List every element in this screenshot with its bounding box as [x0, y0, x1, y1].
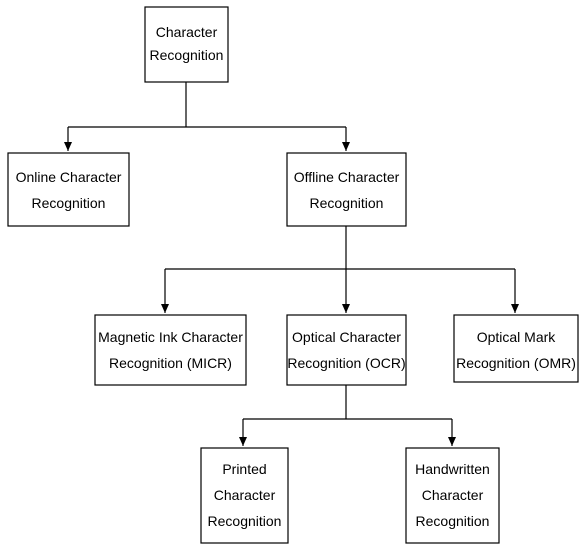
- node-root: Character Recognition: [144, 6, 229, 83]
- node-box: [286, 152, 407, 227]
- node-label-line: Offline Character: [294, 169, 400, 185]
- node-box: [405, 447, 500, 544]
- node-label-line: Online Character: [16, 169, 122, 185]
- node-label-line: Recognition: [150, 47, 224, 63]
- node-label-line: Magnetic Ink Character: [98, 329, 243, 345]
- node-label-line: Recognition: [310, 195, 384, 211]
- node-box: [453, 314, 579, 383]
- node-label-line: Optical Mark: [477, 329, 557, 345]
- node-box: [286, 314, 407, 386]
- node-label-line: Recognition (OMR): [456, 355, 576, 371]
- node-box: [7, 152, 130, 227]
- node-label-line: Character: [156, 24, 218, 40]
- node-label-line: Character: [214, 487, 276, 503]
- node-label-line: Recognition: [208, 513, 282, 529]
- node-label-line: Printed: [222, 461, 266, 477]
- connectors: [64, 82, 519, 446]
- node-label-line: Recognition (OCR): [287, 355, 405, 371]
- node-box: [94, 314, 247, 386]
- node-label-line: Recognition (MICR): [109, 355, 232, 371]
- node-label-line: Handwritten: [415, 461, 490, 477]
- node-ocr: Optical Character Recognition (OCR): [286, 314, 407, 386]
- node-label-line: Recognition: [32, 195, 106, 211]
- node-online-character-recognition: Online Character Recognition: [7, 152, 130, 227]
- node-label-line: Character: [422, 487, 484, 503]
- node-printed-character-recognition: Printed Character Recognition: [200, 447, 289, 544]
- node-offline-character-recognition: Offline Character Recognition: [286, 152, 407, 227]
- node-box: [200, 447, 289, 544]
- node-omr: Optical Mark Recognition (OMR): [453, 314, 579, 383]
- node-label-line: Optical Character: [292, 329, 401, 345]
- node-micr: Magnetic Ink Character Recognition (MICR…: [94, 314, 247, 386]
- node-handwritten-character-recognition: Handwritten Character Recognition: [405, 447, 500, 544]
- node-box: [144, 6, 229, 83]
- node-label-line: Recognition: [416, 513, 490, 529]
